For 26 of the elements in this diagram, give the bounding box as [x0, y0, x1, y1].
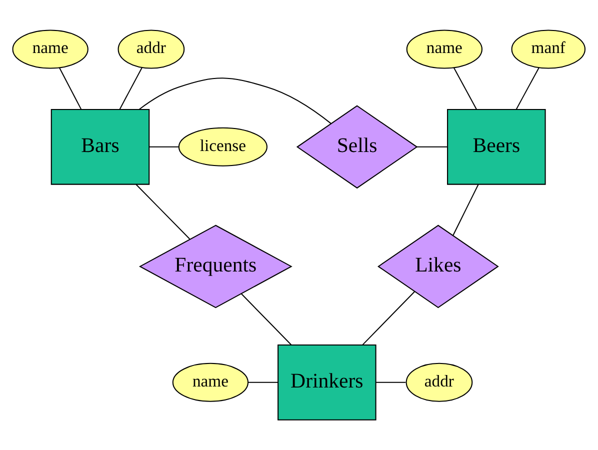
- connector: [416, 146, 448, 148]
- connector: [248, 382, 278, 383]
- connector: [454, 68, 478, 110]
- node-ellipse: license: [178, 127, 268, 166]
- node-ellipse: addr: [406, 362, 473, 402]
- connector: [138, 78, 332, 124]
- connector: [136, 184, 190, 240]
- connector: [376, 382, 406, 383]
- connector: [241, 294, 292, 346]
- node-diamond: Likes: [377, 224, 499, 308]
- node-ellipse: name: [172, 362, 249, 402]
- node-ellipse: name: [12, 30, 88, 69]
- node-box: Drinkers: [278, 344, 376, 420]
- node-diamond: Frequents: [138, 224, 292, 308]
- connector: [516, 68, 540, 110]
- connector: [149, 146, 179, 148]
- node-ellipse: addr: [118, 30, 185, 69]
- node-box: Bars: [50, 108, 150, 185]
- connector: [119, 68, 142, 110]
- node-ellipse: manf: [511, 30, 586, 69]
- node-diamond: Sells: [296, 105, 418, 189]
- node-box: Beers: [447, 108, 546, 185]
- node-ellipse: name: [406, 30, 482, 69]
- connector: [59, 68, 82, 110]
- connector: [362, 291, 415, 346]
- connector: [452, 184, 479, 236]
